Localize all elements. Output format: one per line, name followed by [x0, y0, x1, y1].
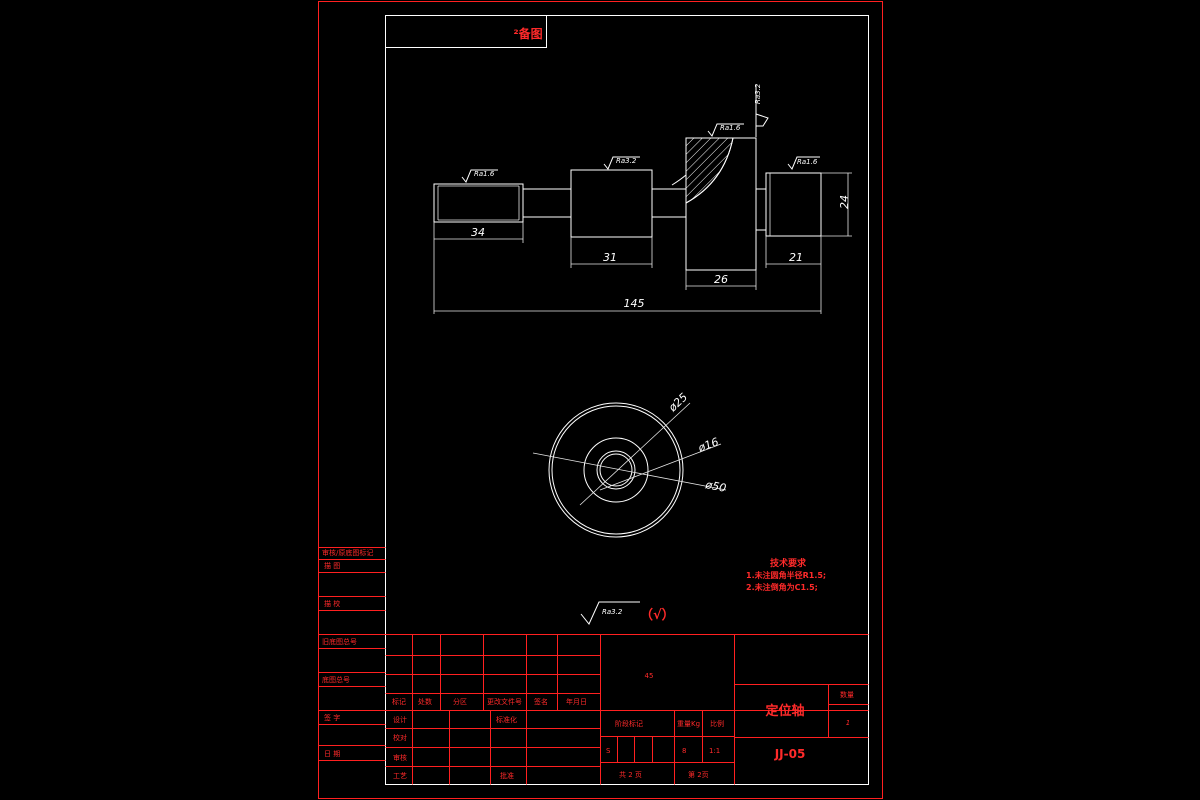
left-threaded-section — [433, 183, 524, 223]
scale-label: 比例 — [710, 719, 724, 728]
rev-header-2: 分区 — [453, 697, 467, 706]
corner-label-box — [385, 15, 547, 48]
dim-phi50: ø50 — [703, 478, 727, 495]
side-label-0: 审核/原底图标记 — [322, 548, 373, 557]
outer-border — [318, 1, 883, 799]
roughness-general-suffix: （√） — [640, 607, 675, 623]
rev-header-5: 年月日 — [566, 697, 587, 706]
corner-label: ²备图 — [513, 26, 542, 41]
weight-value: 8 — [682, 747, 686, 755]
collar-section-hatch — [685, 137, 734, 204]
part-name: 定位轴 — [764, 703, 804, 719]
material: 45 — [645, 672, 654, 680]
side-label-4: 底图总号 — [322, 675, 350, 684]
quantity: 1 — [846, 719, 850, 727]
dim-24: 24 — [838, 195, 851, 209]
side-label-1: 描 图 — [324, 561, 340, 570]
rev-header-4: 签名 — [534, 697, 548, 706]
scale-value: 1:1 — [709, 747, 720, 755]
tech-line1: 1.未注圆角半径R1.5; — [746, 570, 826, 580]
side-label-column: 审核/原底图标记 描 图 描 校 旧底图总号 底图总号 签 字 日 期 — [318, 547, 386, 761]
dim-34: 34 — [471, 226, 485, 239]
rev-header-3: 更改文件号 — [487, 697, 522, 706]
approve-label: 批准 — [500, 771, 514, 780]
role-design: 设计 — [393, 715, 407, 724]
stage-mark-label: 阶段标记 — [615, 719, 643, 728]
tech-title: 技术要求 — [770, 557, 807, 569]
dim-21: 21 — [789, 251, 803, 264]
dimensions: 34 31 26 21 24 145 — [433, 172, 852, 314]
general-roughness: Ra3.2 （√） — [580, 601, 675, 625]
role-process: 工艺 — [393, 772, 407, 780]
side-label-6: 日 期 — [324, 750, 340, 758]
dim-26: 26 — [714, 273, 728, 286]
inner-frame — [385, 15, 869, 785]
quantity-label: 数量 — [840, 690, 854, 699]
roughness-symbols: Ra1.6 Ra3.2 Ra1.6 Ra1.6 Ra3.2 — [461, 83, 820, 183]
outer-circle — [548, 402, 684, 538]
side-label-2: 描 校 — [324, 599, 340, 608]
rev-header-0: 标记 — [392, 697, 406, 706]
weight-label: 重量Kg — [677, 720, 700, 728]
role-check: 校对 — [393, 733, 407, 742]
inner-circle — [596, 450, 636, 490]
sheet-no: 第 2页 — [688, 770, 709, 779]
role-review: 审核 — [393, 753, 407, 762]
roughness-left: Ra1.6 — [474, 170, 495, 178]
roughness-vertical: Ra3.2 — [754, 83, 762, 104]
dim-145: 145 — [624, 297, 645, 310]
rev-header-1: 处数 — [418, 697, 432, 706]
roughness-general: Ra3.2 — [602, 608, 623, 616]
dim-phi16: ø16 — [695, 435, 720, 455]
middle-section — [570, 169, 653, 238]
title-block: 标记 处数 分区 更改文件号 签名 年月日 设计 校对 审核 工艺 标准化 批准… — [385, 634, 869, 785]
stage-value: S — [606, 747, 611, 755]
tech-requirements: 技术要求 1.未注圆角半径R1.5; 2.未注倒角为C1.5; — [746, 557, 826, 592]
right-section — [765, 172, 822, 237]
tech-line2: 2.未注倒角为C1.5; — [746, 582, 818, 592]
dim-phi25: ø25 — [665, 391, 690, 415]
drawing-no: JJ-05 — [774, 747, 806, 761]
roughness-mid: Ra3.2 — [616, 157, 637, 165]
dim-31: 31 — [603, 251, 617, 264]
shaft-side-view: ø25 ø16 ø50 — [532, 391, 727, 538]
std-label: 标准化 — [496, 715, 517, 724]
roughness-collar: Ra1.6 — [720, 124, 741, 132]
total-sheets: 共 2 页 — [619, 770, 642, 779]
side-label-3: 旧底图总号 — [322, 637, 357, 646]
side-label-5: 签 字 — [324, 713, 340, 722]
roughness-right: Ra1.6 — [797, 158, 818, 166]
middle-circle — [583, 437, 649, 503]
